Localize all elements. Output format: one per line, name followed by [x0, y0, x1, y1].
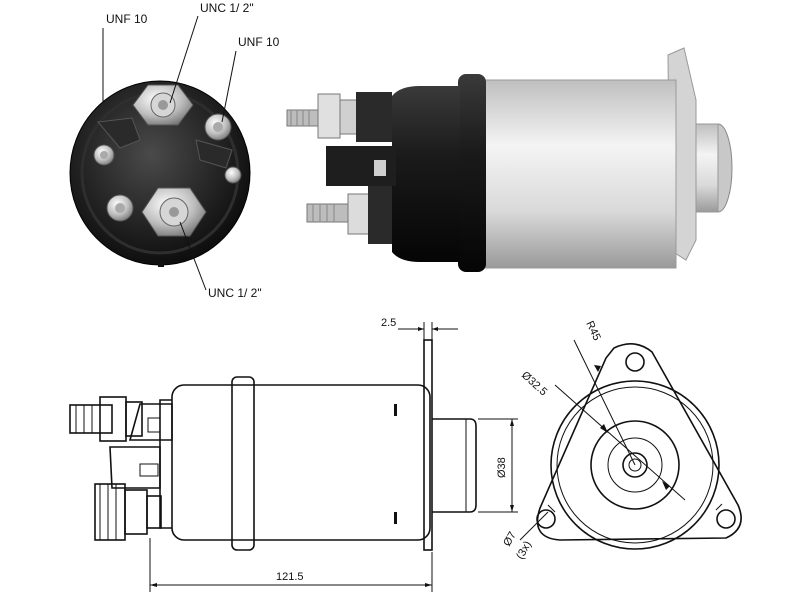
upper-stud-nut	[132, 84, 194, 126]
dim-flange-thickness: 2.5	[381, 317, 396, 329]
end-view-photo	[69, 80, 251, 267]
label-unf-top-left: UNF 10	[106, 12, 148, 26]
label-unf-right: UNF 10	[238, 35, 280, 49]
dim-plunger-dia: Ø38	[496, 457, 508, 478]
dim-hole-dia: Ø7	[501, 530, 519, 549]
side-upper-stud	[286, 92, 392, 142]
small-terminal-lower-left	[106, 194, 134, 222]
end-dimensions: R45 Ø32.5 Ø7 (3x)	[501, 319, 686, 562]
dim-overall-length: 121.5	[276, 571, 304, 583]
dim-bore-dia: Ø32.5	[519, 369, 549, 398]
side-lower-stud	[306, 178, 392, 244]
side-dimensions: 2.5 Ø38 121.5	[149, 317, 518, 592]
dim-hole-count: (3x)	[514, 539, 534, 561]
side-view-photo	[286, 47, 733, 272]
dim-radius: R45	[583, 319, 602, 342]
label-unc-top: UNC 1/ 2"	[200, 1, 254, 15]
small-terminal-far-right	[224, 166, 242, 184]
end-view-drawing	[536, 343, 742, 550]
label-unc-bottom: UNC 1/ 2"	[208, 286, 262, 300]
small-terminal-left	[93, 144, 115, 166]
small-terminal-right	[204, 113, 232, 141]
lower-stud-nut	[141, 187, 207, 237]
photo-labels: UNF 10 UNC 1/ 2" UNF 10 UNC 1/ 2"	[102, 1, 280, 300]
side-view-drawing	[69, 339, 477, 551]
